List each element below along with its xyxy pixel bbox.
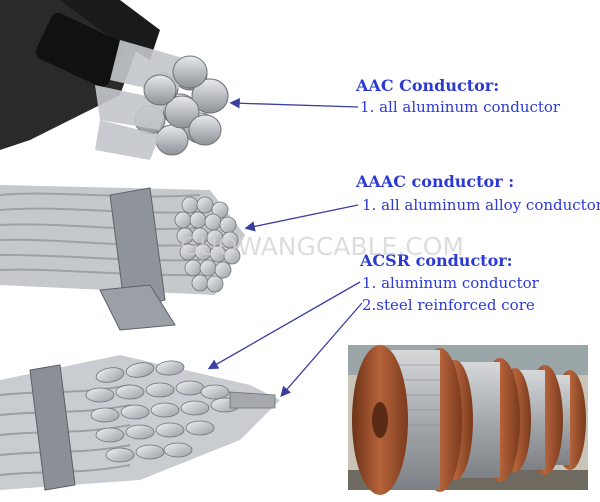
cable-reels-photo (348, 345, 588, 495)
acsr-line-1: 1. aluminum conductor (362, 274, 539, 292)
aac-line-1: 1. all aluminum conductor (360, 98, 561, 116)
acsr-title: ACSR conductor: (360, 251, 513, 270)
aac-title: AAC Conductor: (356, 76, 500, 95)
watermark: GUOWANGCABLE.COM (180, 232, 464, 261)
aac-pointer (229, 98, 359, 109)
acsr-pointer-2 (280, 302, 363, 397)
aac-cable-photo (0, 0, 240, 160)
acsr-line-2: 2.steel reinforced core (362, 296, 535, 314)
aaac-title: AAAC conductor : (356, 172, 515, 191)
aaac-cable-photo (0, 185, 245, 331)
acsr-cable-photo (0, 355, 280, 491)
pointer-arrows (207, 98, 363, 397)
aaac-line-1: 1. all aluminum alloy conductor (362, 196, 600, 214)
acsr-pointer-1 (207, 281, 361, 370)
aaac-pointer (244, 204, 359, 232)
